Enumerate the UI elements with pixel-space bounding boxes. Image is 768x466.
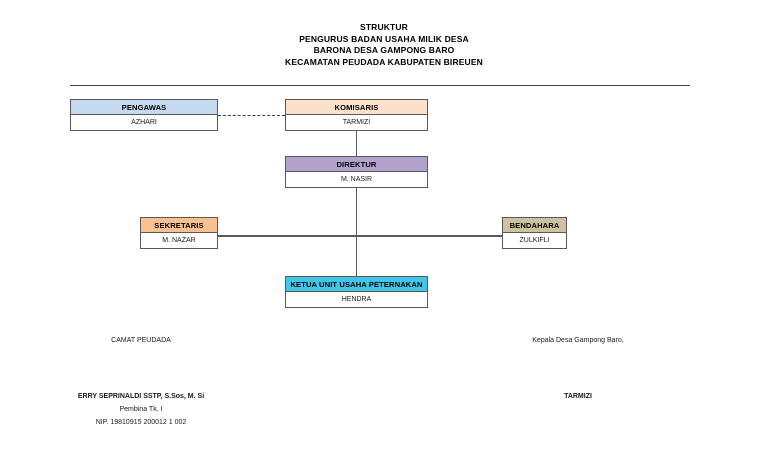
node-sekretaris-name: M. NAZAR [141,233,217,248]
node-ketua-unit-role: KETUA UNIT USAHA PETERNAKAN [286,277,427,292]
node-bendahara-name: ZULKIFLI [503,233,566,248]
connector-direktur-bar [355,187,357,236]
node-bendahara[interactable]: BENDAHARA ZULKIFLI [502,217,567,249]
node-sekretaris[interactable]: SEKRETARIS M. NAZAR [140,217,218,249]
node-pengawas-name: AZHARI [71,115,217,130]
signature-right-space [478,347,678,390]
connector-komisaris-direktur [355,130,357,156]
node-ketua-unit-name: HENDRA [286,292,427,307]
node-pengawas[interactable]: PENGAWAS AZHARI [70,99,218,131]
signature-block-kepala-desa: Kepala Desa Gampong Baro, TARMIZI [478,334,678,403]
title-line-2: PENGURUS BADAN USAHA MILIK DESA [299,33,469,44]
signature-left-space [56,347,226,390]
signature-left-name: ERRY SEPRINALDI SSTP, S.Sos, M. Si [77,393,205,400]
connector-pengawas-komisaris [218,115,285,116]
signature-right-role: Kepala Desa Gampong Baro, [532,337,624,344]
signature-left-nip: NIP. 19810915 200012 1 002 [95,419,187,426]
node-direktur-name: M. NASIR [286,172,427,187]
signature-left-role: CAMAT PEUDADA [111,337,171,344]
node-komisaris-role: KOMISARIS [286,100,427,115]
node-komisaris-name: TARMIZI [286,115,427,130]
signature-block-camat: CAMAT PEUDADA ERRY SEPRINALDI SSTP, S.So… [56,334,226,429]
node-komisaris[interactable]: KOMISARIS TARMIZI [285,99,428,131]
title-line-1: STRUKTUR [360,22,408,32]
connector-sekretaris-bendahara [218,235,502,237]
title-line-4: KECAMATAN PEUDADA KABUPATEN BIREUEN [285,56,483,67]
node-bendahara-role: BENDAHARA [503,218,566,233]
signature-left-rank: Pembina Tk. I [119,406,163,413]
signature-right-name: TARMIZI [564,393,592,400]
node-pengawas-role: PENGAWAS [71,100,217,115]
title-line-3: BARONA DESA GAMPONG BARO [313,45,455,55]
node-ketua-unit-usaha-peternakan[interactable]: KETUA UNIT USAHA PETERNAKAN HENDRA [285,276,428,308]
page-title: STRUKTUR PENGURUS BADAN USAHA MILIK DESA… [0,22,768,68]
node-sekretaris-role: SEKRETARIS [141,218,217,233]
node-direktur-role: DIREKTUR [286,157,427,172]
node-direktur[interactable]: DIREKTUR M. NASIR [285,156,428,188]
title-divider [70,85,690,86]
connector-bar-ketua-unit [355,236,357,276]
